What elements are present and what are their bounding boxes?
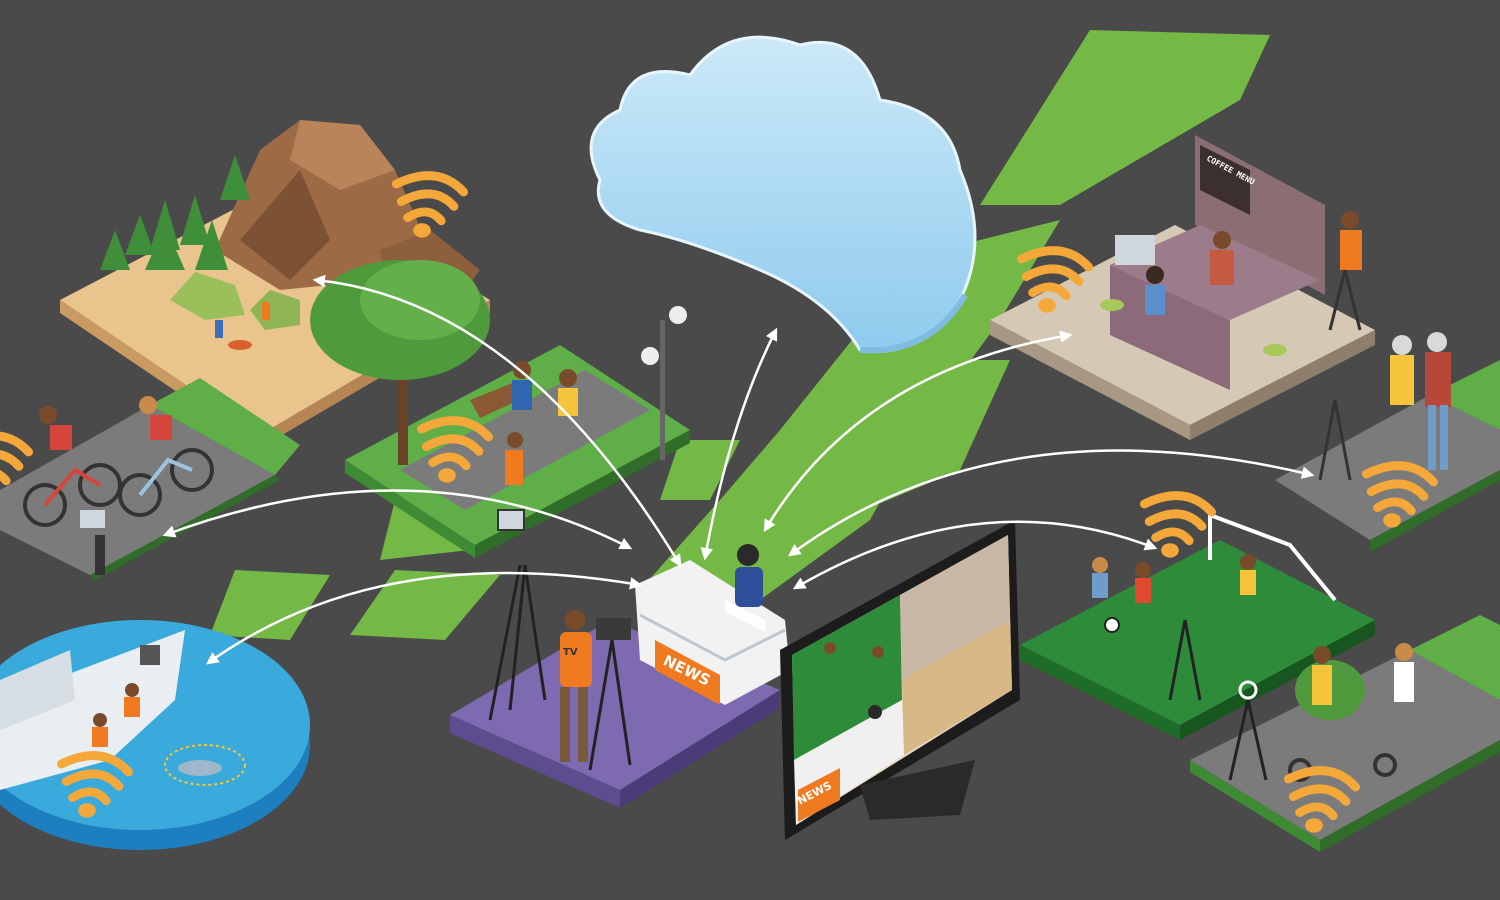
scooter-scene	[1190, 615, 1500, 852]
news-studio: NEWS TV	[450, 509, 790, 808]
fishing-scene	[0, 620, 310, 850]
news-desk-icon: NEWS	[635, 560, 790, 705]
camera-operator-badge: TV	[563, 647, 578, 658]
connection-arrows	[162, 274, 1315, 665]
broadcast-monitor: NEWS	[780, 520, 1020, 840]
cafe-scene: COFFEE MENU	[990, 135, 1375, 440]
